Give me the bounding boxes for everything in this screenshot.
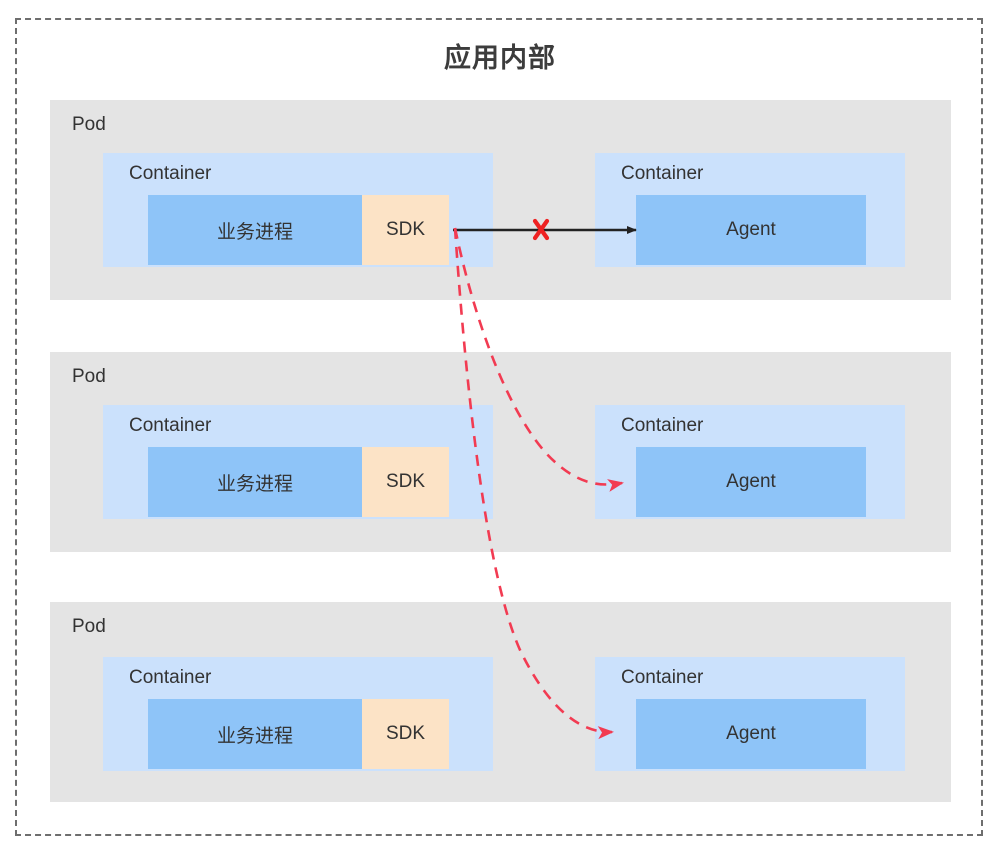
pod-2-agent-container: Container Agent xyxy=(595,405,905,519)
pod-1: Pod Container 业务进程 SDK Container Agent xyxy=(50,100,951,300)
pod-1-process-box: 业务进程 xyxy=(148,195,362,265)
pod-1-agent-container: Container Agent xyxy=(595,153,905,267)
pod-2-label: Pod xyxy=(72,366,106,387)
pod-3-app-container: Container 业务进程 SDK xyxy=(103,657,493,771)
pod-1-sdk-box: SDK xyxy=(362,195,449,265)
pod-2-app-container: Container 业务进程 SDK xyxy=(103,405,493,519)
app-boundary xyxy=(15,18,983,836)
pod-3-agent-container: Container Agent xyxy=(595,657,905,771)
pod-3-agent-box: Agent xyxy=(636,699,866,769)
pod-1-app-container: Container 业务进程 SDK xyxy=(103,153,493,267)
pod-1-agent-box: Agent xyxy=(636,195,866,265)
pod-2-agent-container-label: Container xyxy=(621,415,704,436)
pod-2-process-box: 业务进程 xyxy=(148,447,362,517)
pod-2-sdk-box: SDK xyxy=(362,447,449,517)
pod-1-app-inner-row: 业务进程 SDK xyxy=(148,195,449,265)
pod-1-agent-container-label: Container xyxy=(621,163,704,184)
pod-3-agent-container-label: Container xyxy=(621,667,704,688)
pod-3-app-container-label: Container xyxy=(129,667,212,688)
page-title: 应用内部 xyxy=(444,43,556,73)
pod-3-app-inner-row: 业务进程 SDK xyxy=(148,699,449,769)
pod-1-app-container-label: Container xyxy=(129,163,212,184)
pod-3: Pod Container 业务进程 SDK Container Agent xyxy=(50,602,951,802)
pod-2-app-container-label: Container xyxy=(129,415,212,436)
pod-3-sdk-box: SDK xyxy=(362,699,449,769)
pod-2-app-inner-row: 业务进程 SDK xyxy=(148,447,449,517)
pod-2: Pod Container 业务进程 SDK Container Agent xyxy=(50,352,951,552)
pod-1-label: Pod xyxy=(72,114,106,135)
pod-3-label: Pod xyxy=(72,616,106,637)
pod-3-process-box: 业务进程 xyxy=(148,699,362,769)
pod-2-agent-box: Agent xyxy=(636,447,866,517)
